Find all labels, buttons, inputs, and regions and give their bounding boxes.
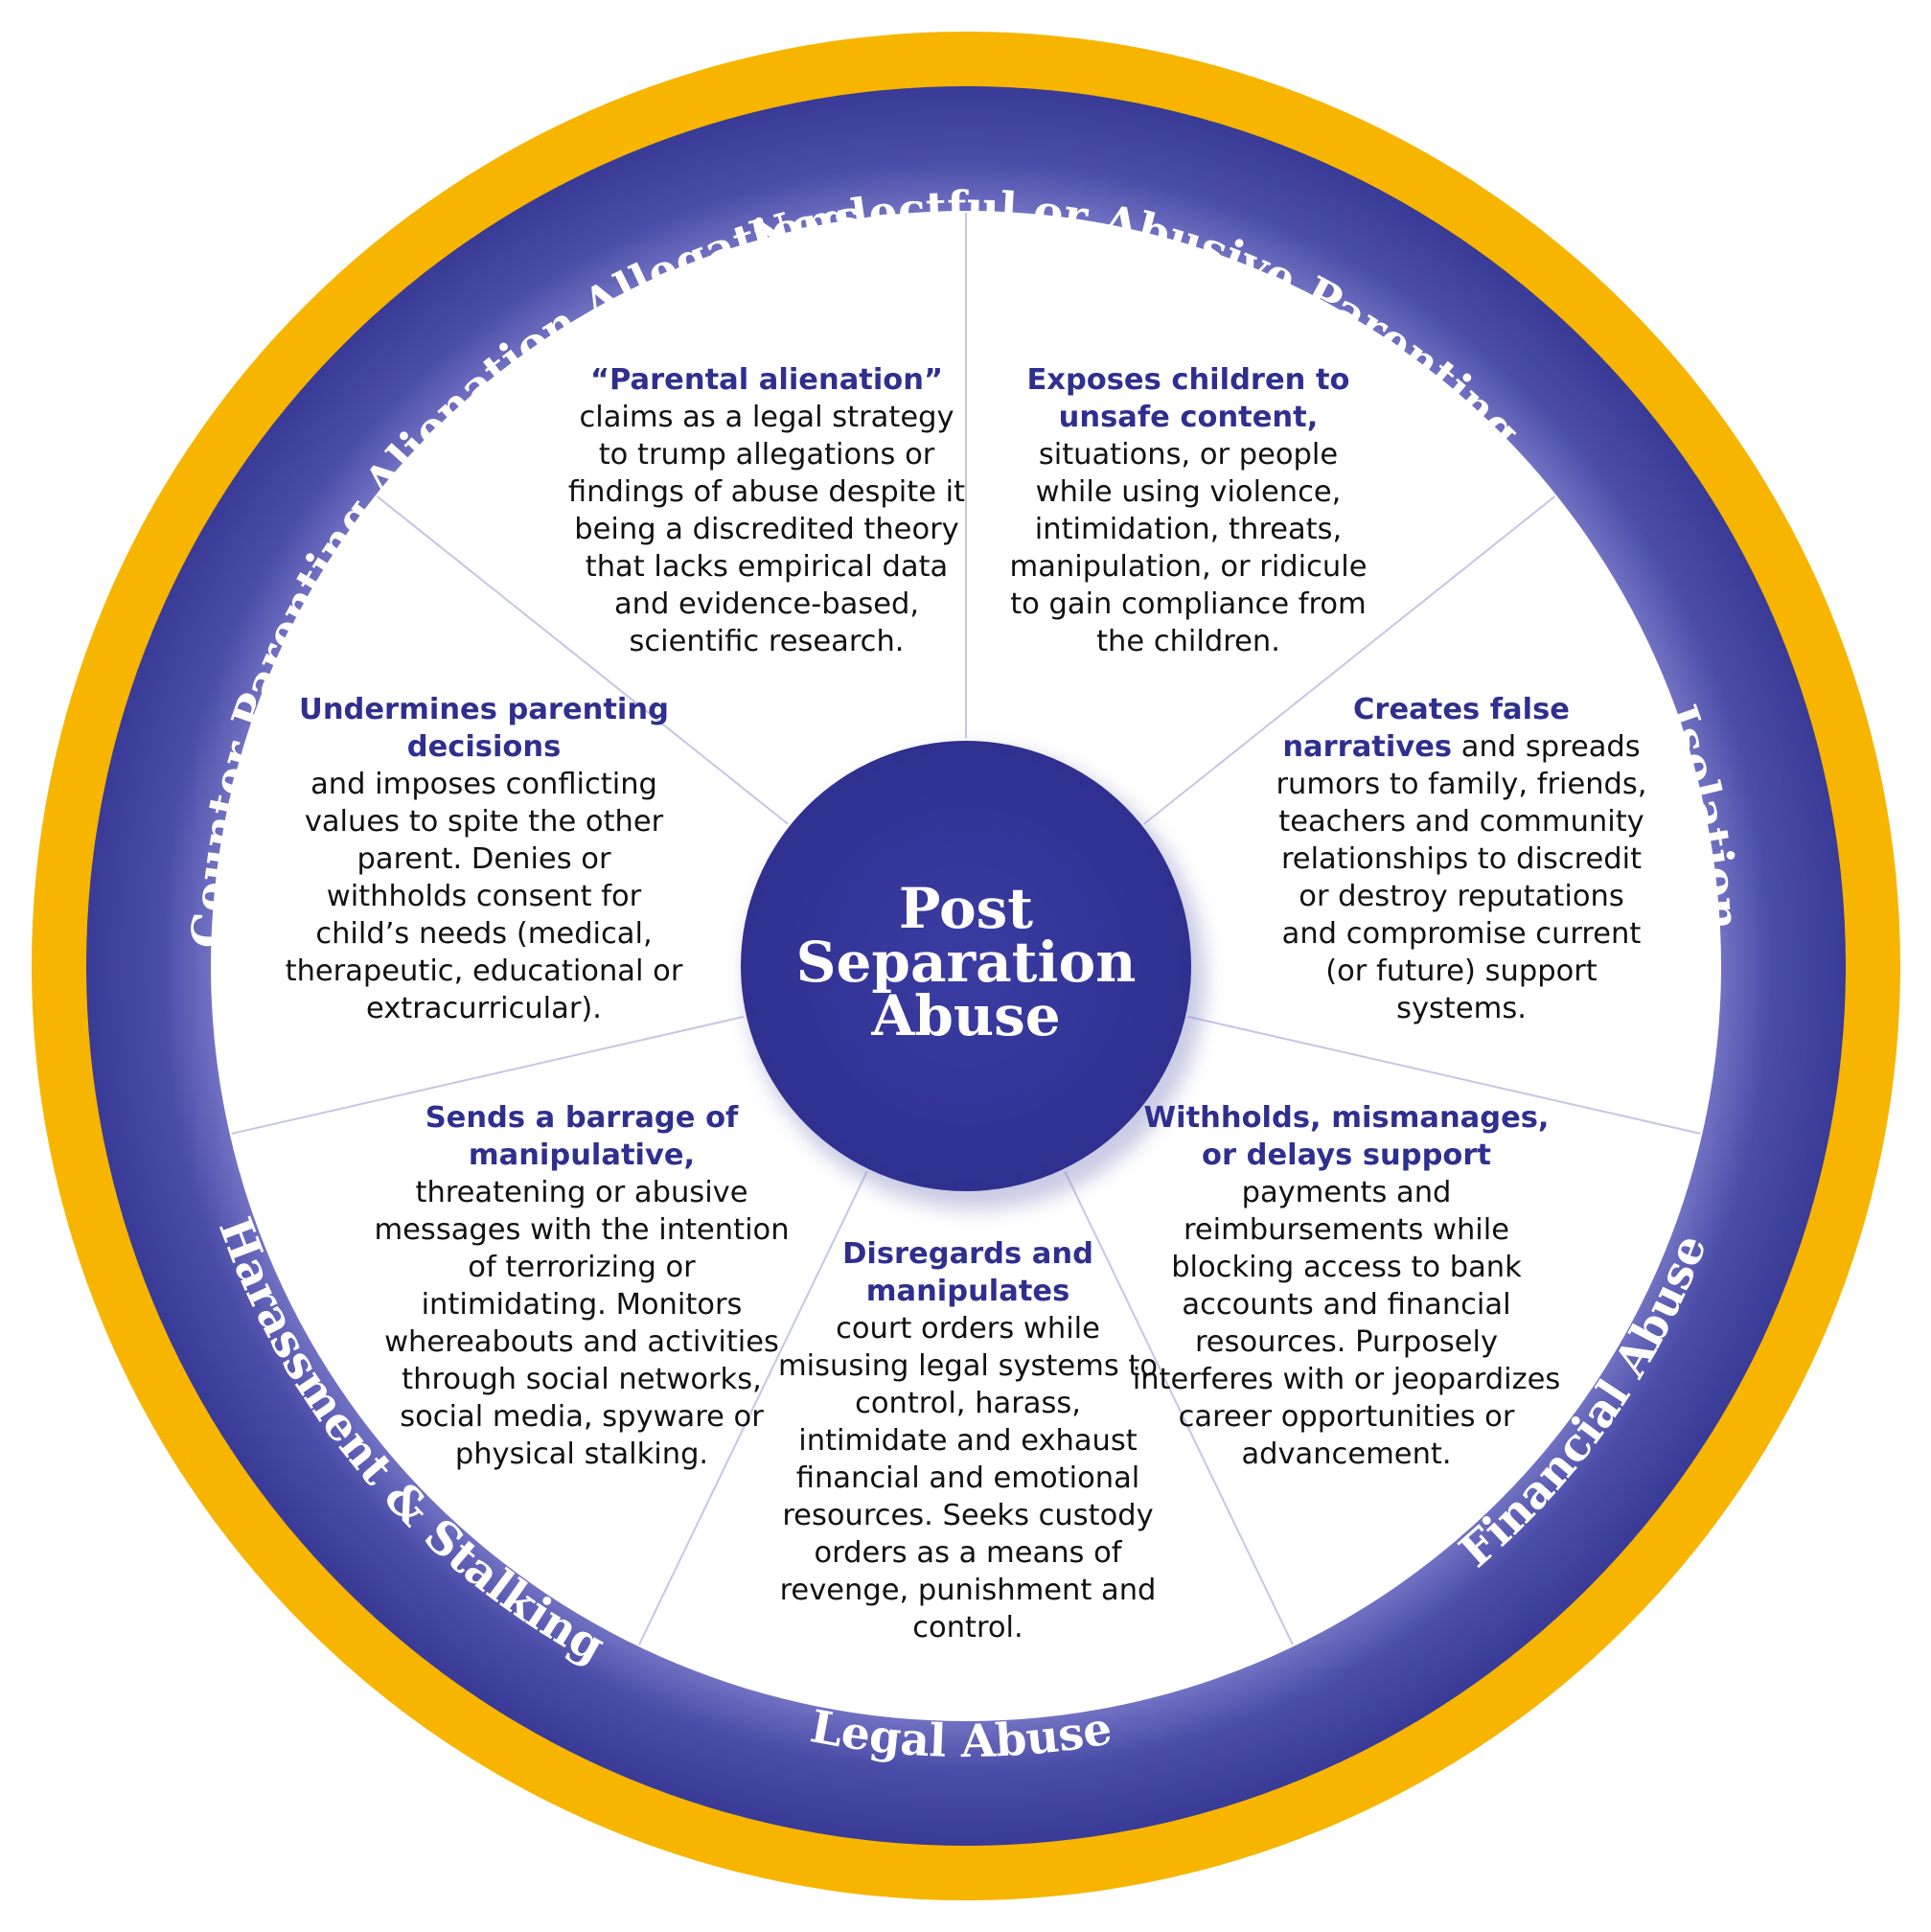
segment-dividers	[231, 213, 1701, 1645]
segment-body: payments and reimbursements while blocki…	[1132, 1176, 1561, 1471]
divider-line	[1064, 1170, 1294, 1645]
divider-line	[638, 1170, 868, 1645]
segment-highlight: “Parental alienation”	[589, 363, 944, 397]
segment-alienation-allegations: “Parental alienation” claims as a legal …	[565, 361, 968, 660]
segment-highlight: Creates false narratives	[1282, 693, 1570, 764]
divider-line	[1143, 495, 1556, 825]
center-title-line-2: Separation	[796, 930, 1137, 995]
segment-body: claims as a legal strategy to trump alle…	[567, 401, 966, 658]
segment-body: and imposes conflicting values to spite …	[285, 768, 683, 1025]
center-title-line-3: Abuse	[870, 983, 1060, 1048]
segment-harassment-stalking: Sends a barrage of manipulative, threate…	[371, 1099, 793, 1473]
segment-body: court orders while misusing legal system…	[777, 1312, 1159, 1644]
segment-highlight: Undermines parenting decisions	[299, 693, 669, 764]
segment-counter-parenting: Undermines parenting decisions and impos…	[283, 691, 685, 1027]
divider-line	[231, 1015, 745, 1135]
center-title-line-1: Post	[899, 876, 1033, 941]
segment-highlight: Disregards and manipulates	[842, 1237, 1093, 1308]
segment-body: situations, or people while using violen…	[1009, 438, 1368, 658]
segment-isolation: Creates false narratives and spreads rum…	[1270, 691, 1653, 1027]
segment-legal-abuse: Disregards and manipulates court orders …	[776, 1235, 1160, 1646]
segment-highlight: Sends a barrage of manipulative,	[425, 1101, 739, 1172]
segment-financial-abuse: Withholds, mismanages, or delays support…	[1131, 1099, 1562, 1473]
divider-line	[1187, 1015, 1701, 1135]
segment-body: and spreads rumors to family, friends, t…	[1276, 730, 1647, 1025]
segment-neglectful-parenting: Exposes children to unsafe content, situ…	[997, 361, 1380, 660]
segment-highlight: Exposes children to unsafe content,	[1026, 363, 1350, 434]
segment-highlight: Withholds, mismanages, or delays support	[1143, 1101, 1550, 1172]
center-circle	[741, 741, 1191, 1191]
divider-line	[376, 495, 789, 825]
segment-body: threatening or abusive messages with the…	[374, 1176, 790, 1471]
